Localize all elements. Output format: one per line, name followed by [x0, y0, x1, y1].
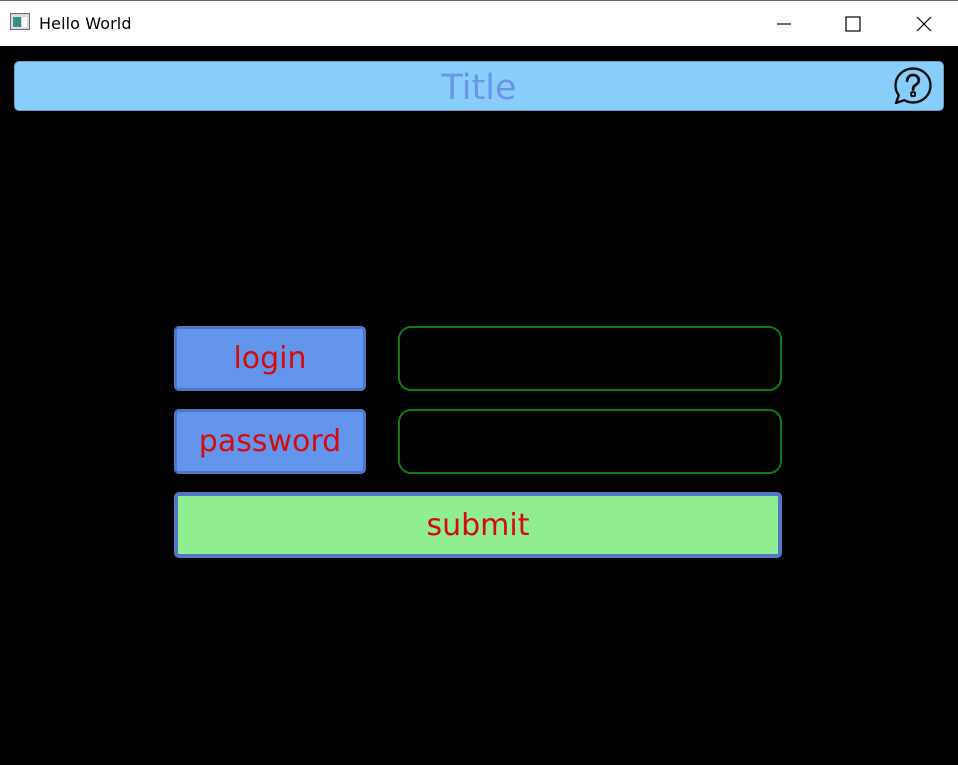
maximize-button[interactable]: [830, 1, 876, 47]
minimize-icon: [777, 23, 791, 25]
application-window-icon[interactable]: [10, 13, 30, 30]
window-title: Hello World: [39, 14, 132, 33]
header-bar: Title: [14, 61, 944, 111]
password-input[interactable]: [398, 409, 782, 474]
close-icon: [916, 16, 932, 32]
minimize-button[interactable]: [761, 1, 807, 47]
page-title: Title: [441, 68, 517, 108]
maximize-icon: [845, 16, 861, 32]
help-icon[interactable]: [892, 65, 934, 107]
password-button[interactable]: password: [174, 409, 366, 474]
login-input[interactable]: [398, 326, 782, 391]
close-button[interactable]: [901, 1, 947, 47]
window-titlebar[interactable]: Hello World: [0, 0, 958, 46]
submit-button[interactable]: submit: [174, 492, 782, 558]
login-button[interactable]: login: [174, 326, 366, 391]
